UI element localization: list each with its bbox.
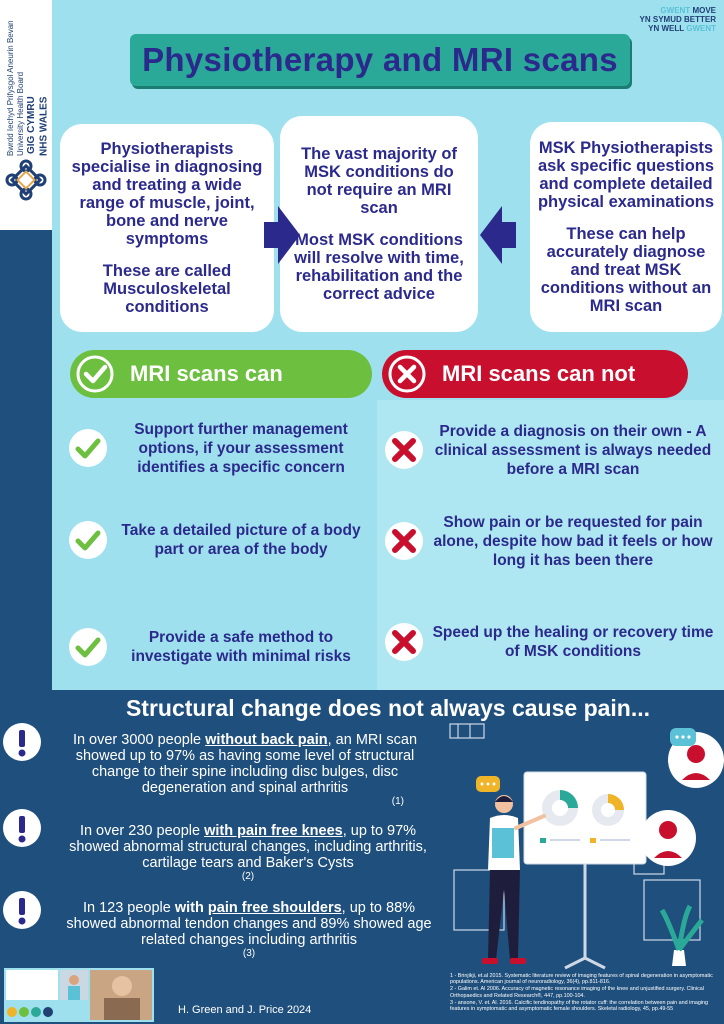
logo-org-english: University Health Board xyxy=(16,71,25,156)
logo-text: Bwrdd Iechyd Prifysgol Aneurin Bevan Uni… xyxy=(6,6,50,156)
checkmark-icon xyxy=(69,628,107,666)
stat2-emphasis: with pain free knees xyxy=(204,823,343,839)
card-left-text-2: These are called Musculoskeletal conditi… xyxy=(102,262,232,316)
structural-change-heading: Structural change does not always cause … xyxy=(125,695,651,721)
brand-better: BETTER xyxy=(684,15,716,24)
health-board-logo: Bwrdd Iechyd Prifysgol Aneurin Bevan Uni… xyxy=(0,0,52,230)
author-credit: H. Green and J. Price 2024 xyxy=(178,1004,312,1016)
campaign-thumbnail-image xyxy=(4,968,154,1022)
can-item: Take a detailed picture of a body part o… xyxy=(68,514,368,566)
cannot-item: Show pain or be requested for pain alone… xyxy=(384,508,718,574)
card-right-text-2: These can help accurately diagnose and t… xyxy=(540,225,712,315)
stat1-post: , an MRI scan showed up to 97% as having… xyxy=(75,732,418,796)
stat-knees: In over 230 people with pain free knees,… xyxy=(62,823,434,883)
cannot-item-text: Provide a diagnosis on their own - A cli… xyxy=(434,422,712,478)
can-item-text: Support further management options, if y… xyxy=(134,420,348,476)
stat3-ref: (3) xyxy=(242,948,256,959)
exclamation-icon xyxy=(3,723,41,761)
card-left-text-1: Physiotherapists specialise in diagnosin… xyxy=(71,140,263,248)
can-item: Support further management options, if y… xyxy=(68,418,368,478)
cross-icon xyxy=(385,522,423,560)
checkmark-circle-icon xyxy=(76,355,114,393)
page-title: Physiotherapy and MRI scans xyxy=(142,41,618,78)
stat3-with: with xyxy=(174,900,208,916)
cross-icon xyxy=(385,623,423,661)
arrow-right-icon xyxy=(264,206,300,264)
card-mid-text-2: Most MSK conditions will resolve with ti… xyxy=(294,231,464,303)
stat2-post: , up to 97% showed abnormal structural c… xyxy=(69,823,427,871)
cannot-item: Speed up the healing or recovery time of… xyxy=(384,618,718,666)
logo-gig-cymru: GIG CYMRU xyxy=(26,96,37,154)
can-item: Provide a safe method to investigate wit… xyxy=(68,622,368,672)
stat1-pre: In over 3000 people xyxy=(72,732,206,748)
exclamation-icon xyxy=(3,809,41,847)
card-msk-conditions: The vast majority of MSK conditions do n… xyxy=(280,116,478,332)
brand-gwent: GWENT xyxy=(660,6,691,15)
can-item-text: Provide a safe method to investigate wit… xyxy=(131,629,351,665)
references: 1 - Brinjikji, et.al 2015. Systematic li… xyxy=(450,973,722,1012)
brand-gwent-2: GWENT xyxy=(686,24,716,33)
brand-move: MOVE xyxy=(692,6,716,15)
logo-org-welsh: Bwrdd Iechyd Prifysgol Aneurin Bevan xyxy=(6,20,15,156)
mri-can-heading: MRI scans can xyxy=(70,350,372,398)
presentation-illustration xyxy=(449,723,724,970)
card-right-text-1: MSK Physiotherapists ask specific questi… xyxy=(537,139,715,211)
cross-icon xyxy=(385,431,423,469)
celtic-knot-icon xyxy=(5,159,47,201)
stat2-pre: In over 230 people xyxy=(79,823,205,839)
stat1-ref: (1) xyxy=(391,796,404,807)
stat2-ref: (2) xyxy=(241,871,255,882)
card-physiotherapists: Physiotherapists specialise in diagnosin… xyxy=(60,124,274,332)
exclamation-icon xyxy=(3,891,41,929)
brand-yn-symud: YN SYMUD xyxy=(639,15,682,24)
mri-cannot-heading-text: MRI scans can not xyxy=(442,361,636,386)
cannot-column xyxy=(377,400,724,690)
card-mid-text-1: The vast majority of MSK conditions do n… xyxy=(301,145,457,217)
title-banner: Physiotherapy and MRI scans xyxy=(110,34,650,86)
checkmark-icon xyxy=(69,429,107,467)
cross-circle-icon xyxy=(388,355,426,393)
cannot-item-text: Show pain or be requested for pain alone… xyxy=(433,513,713,569)
cannot-item-text: Speed up the healing or recovery time of… xyxy=(432,624,714,660)
stat-shoulders: In 123 people with pain free shoulders, … xyxy=(64,900,434,960)
arrow-left-icon xyxy=(480,206,516,264)
can-item-text: Take a detailed picture of a body part o… xyxy=(121,522,361,558)
stat-back-pain: In over 3000 people without back pain, a… xyxy=(56,732,434,808)
mri-can-heading-text: MRI scans can xyxy=(130,361,283,386)
logo-nhs-wales: NHS WALES xyxy=(38,96,50,156)
mri-cannot-heading: MRI scans can not xyxy=(382,350,688,398)
stat3-emphasis: pain free shoulders xyxy=(207,900,342,916)
stat3-pre: In 123 people xyxy=(82,900,175,916)
reference-item: 1 - Brinjikji, et.al 2015. Systematic li… xyxy=(450,973,713,986)
stat1-emphasis: without back pain xyxy=(205,732,328,748)
gwent-move-better-logo: GWENT MOVE YN SYMUD BETTER YN WELL GWENT xyxy=(640,6,716,33)
reference-item: 2 - Galim et. Al 2006. Accuracy of magne… xyxy=(450,986,704,999)
stat3-post: , up to 88% showed abnormal tendon chang… xyxy=(66,900,432,948)
checkmark-icon xyxy=(69,521,107,559)
card-msk-physiotherapists: MSK Physiotherapists ask specific questi… xyxy=(530,122,722,332)
brand-yn-well: YN WELL xyxy=(648,24,684,33)
cannot-item: Provide a diagnosis on their own - A cli… xyxy=(384,418,718,482)
reference-item: 3 - ansone, V. et. Al. 2016. Calcific te… xyxy=(450,999,709,1013)
